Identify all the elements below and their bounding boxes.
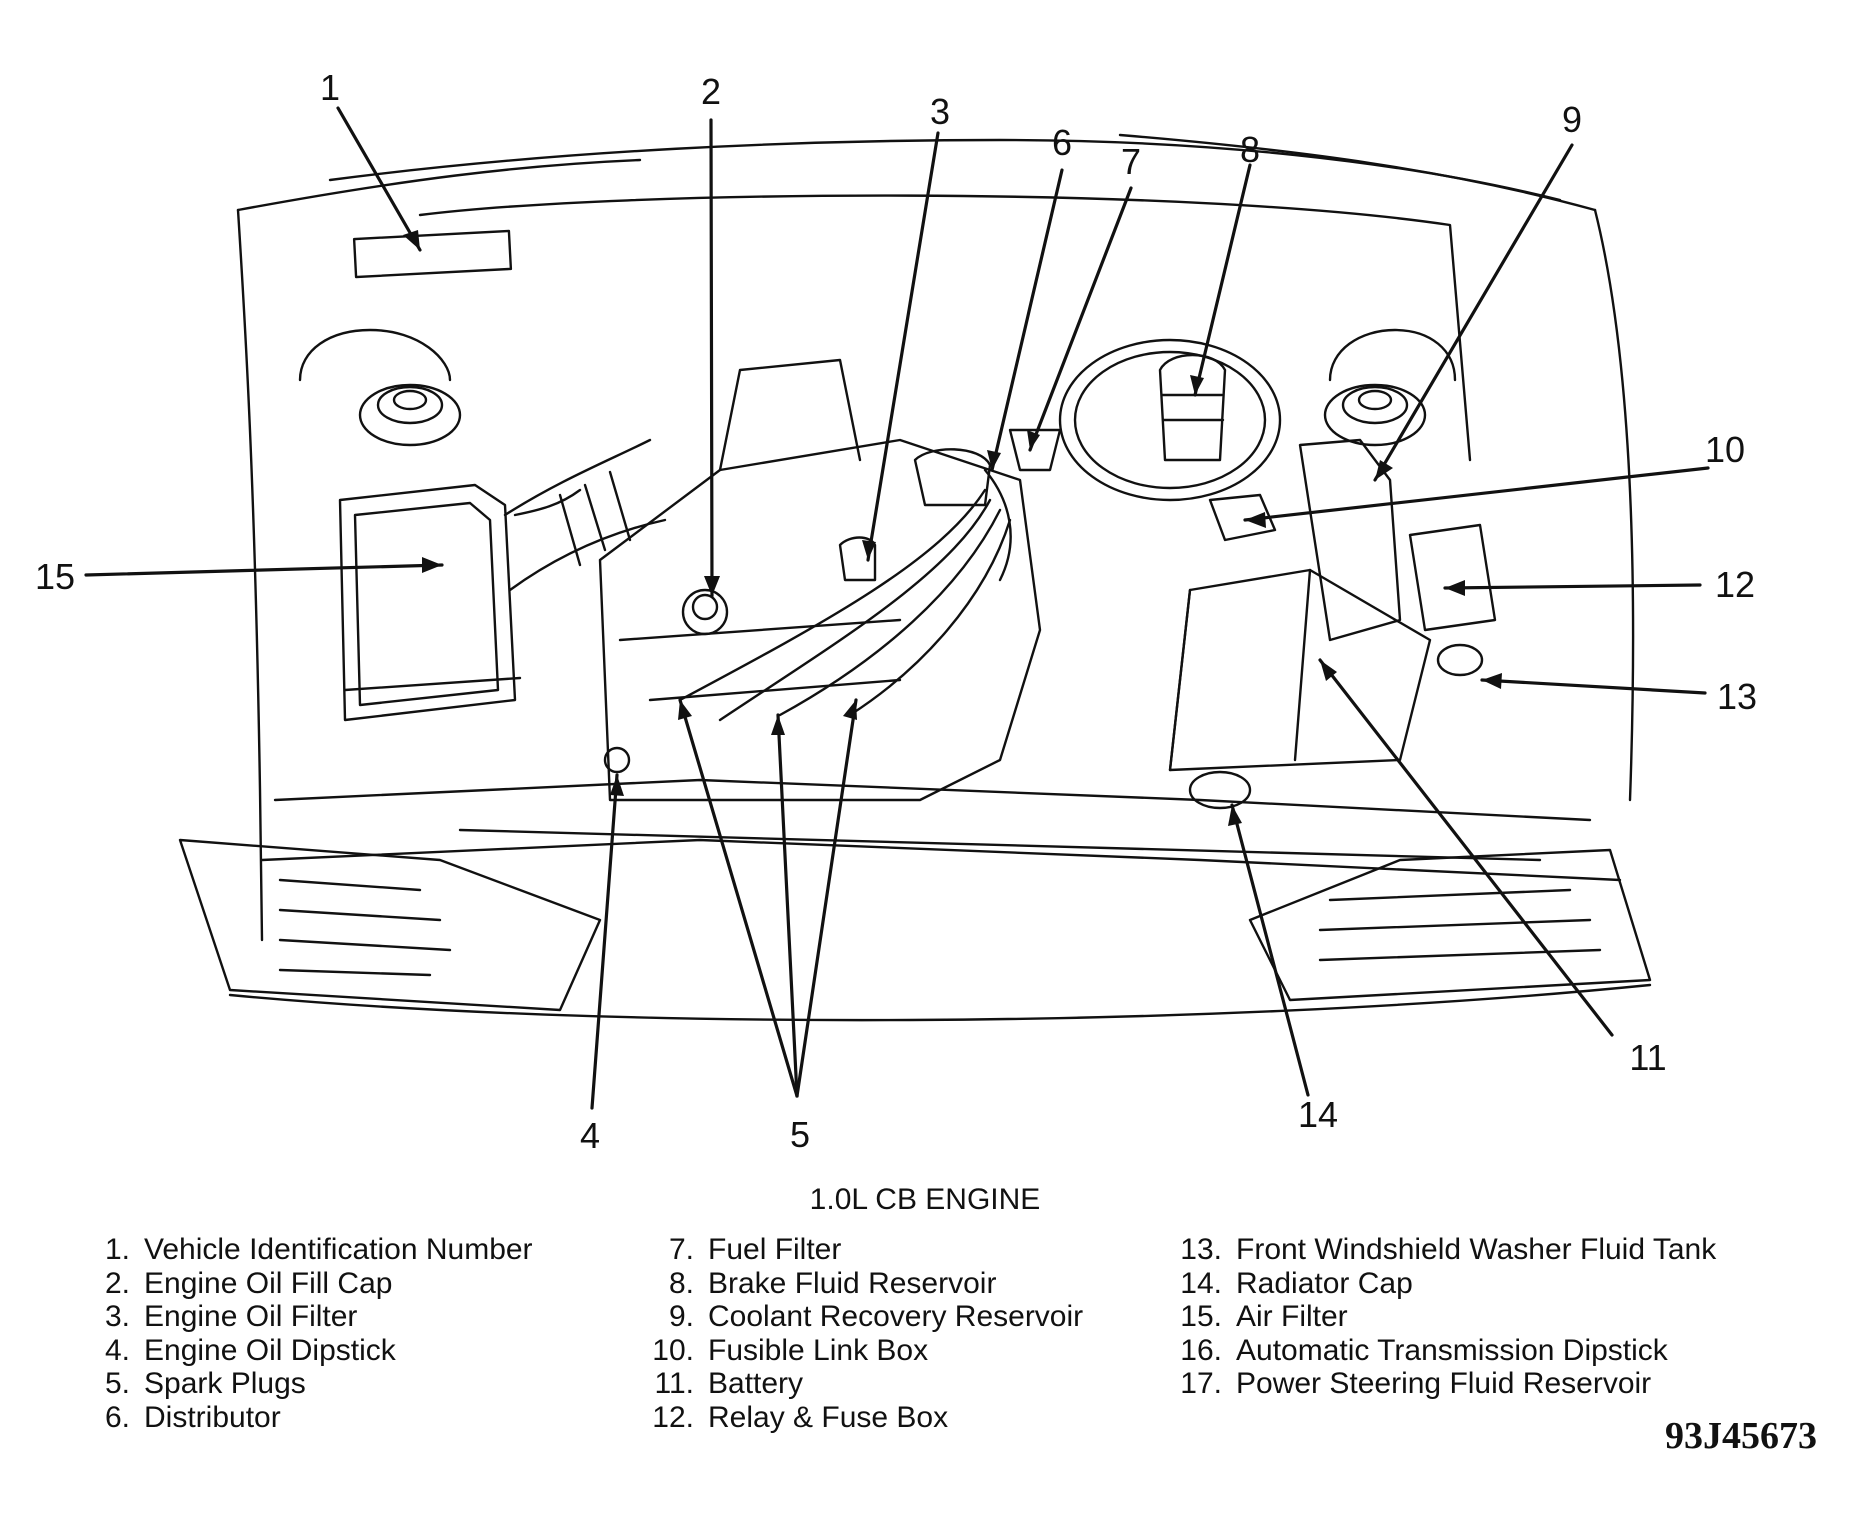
legend-item: 2.Engine Oil Fill Cap bbox=[104, 1266, 393, 1300]
coolant-reservoir bbox=[1298, 438, 1402, 642]
radiator-support bbox=[260, 778, 1622, 882]
legend-column-1: 1.Vehicle Identification Number 2.Engine… bbox=[96, 1233, 533, 1434]
air-filter-box bbox=[338, 483, 582, 722]
brake-booster bbox=[1058, 338, 1282, 502]
strut-tower-left bbox=[358, 383, 462, 447]
legend-item: 5.Spark Plugs bbox=[104, 1367, 306, 1400]
oil-dipstick-handle bbox=[603, 746, 631, 774]
callout-14: 14 bbox=[1297, 1094, 1339, 1135]
engine-block bbox=[598, 358, 1042, 802]
legend-item: 11.Battery bbox=[654, 1367, 804, 1400]
legend-item: 14.Radiator Cap bbox=[1180, 1266, 1413, 1300]
body-outline bbox=[236, 133, 1635, 942]
callout-4: 4 bbox=[579, 1115, 601, 1156]
legend-item: 9.Coolant Recovery Reservoir bbox=[668, 1300, 1084, 1333]
spark-plug-wires bbox=[678, 488, 1012, 722]
legend-item: 7.Fuel Filter bbox=[668, 1233, 842, 1266]
legend-column-3: 13.Front Windshield Washer Fluid Tank 14… bbox=[1170, 1233, 1716, 1401]
brake-fluid-reservoir bbox=[1158, 353, 1227, 462]
callout-12: 12 bbox=[1714, 564, 1756, 605]
callout-7: 7 bbox=[1120, 141, 1142, 182]
strut-tower-right bbox=[1323, 383, 1427, 447]
legend-item: 10.Fusible Link Box bbox=[652, 1333, 929, 1367]
washer-fluid-cap bbox=[1436, 643, 1484, 677]
callout-6: 6 bbox=[1051, 122, 1073, 163]
callout-1: 1 bbox=[319, 67, 341, 108]
callout-11: 11 bbox=[1629, 1037, 1667, 1078]
engine-compartment-drawing bbox=[84, 106, 1710, 1110]
figure-caption: 1.0L CB ENGINE bbox=[809, 1183, 1041, 1216]
oil-filter bbox=[838, 536, 877, 582]
intake-hose bbox=[503, 438, 667, 592]
legend-item: 8.Brake Fluid Reservoir bbox=[668, 1266, 997, 1300]
legend-item: 6.Distributor bbox=[104, 1400, 281, 1434]
headlight-right bbox=[1248, 848, 1652, 1002]
legend-item: 16.Automatic Transmission Dipstick bbox=[1180, 1333, 1668, 1367]
legend-column-2: 7.Fuel Filter 8.Brake Fluid Reservoir 9.… bbox=[638, 1233, 1083, 1434]
callout-10: 10 bbox=[1704, 429, 1746, 470]
radiator-cap bbox=[1188, 770, 1252, 810]
headlight-left bbox=[178, 838, 602, 1012]
fusible-link-box bbox=[1208, 493, 1277, 542]
callout-3: 3 bbox=[929, 91, 951, 132]
vin-plate bbox=[352, 229, 513, 279]
callout-5: 5 bbox=[789, 1114, 811, 1155]
legend-item: 3.Engine Oil Filter bbox=[104, 1300, 358, 1333]
callout-2: 2 bbox=[700, 71, 722, 112]
legend-item: 15.Air Filter bbox=[1180, 1300, 1348, 1333]
callout-arrowheads bbox=[403, 230, 1502, 826]
battery bbox=[1168, 568, 1432, 772]
legend-item: 1.Vehicle Identification Number bbox=[104, 1233, 533, 1266]
fuel-filter bbox=[1008, 428, 1062, 472]
legend-item: 12.Relay & Fuse Box bbox=[652, 1400, 949, 1434]
legend-item: 17.Power Steering Fluid Reservoir bbox=[1180, 1367, 1652, 1400]
legend-item: 13.Front Windshield Washer Fluid Tank bbox=[1180, 1233, 1717, 1266]
callout-9: 9 bbox=[1561, 99, 1583, 140]
figure-id: 93J45673 bbox=[1665, 1415, 1817, 1457]
callout-15: 15 bbox=[34, 556, 76, 597]
callout-13: 13 bbox=[1716, 676, 1758, 717]
front-bumper bbox=[228, 983, 1652, 1022]
legend-item: 4.Engine Oil Dipstick bbox=[104, 1333, 396, 1367]
callout-leaders bbox=[84, 106, 1710, 1110]
relay-fuse-box bbox=[1408, 523, 1497, 632]
callout-8: 8 bbox=[1239, 129, 1261, 170]
